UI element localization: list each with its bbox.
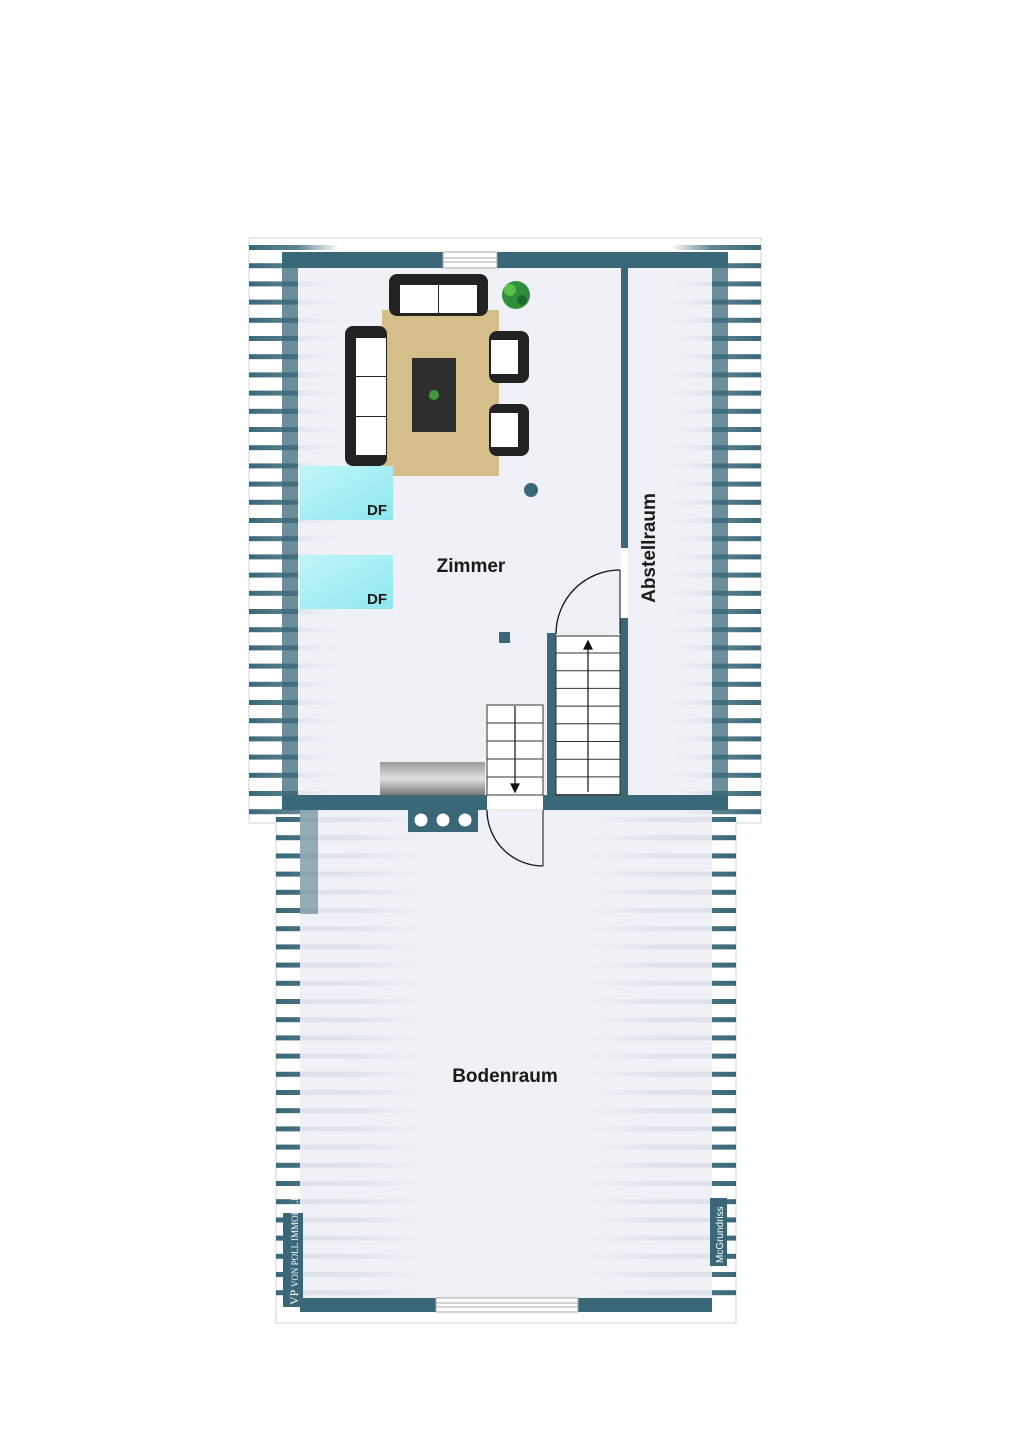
armchair [489,404,529,456]
window-top [442,251,498,269]
radiator [380,762,485,795]
abstellraum-floor [628,268,712,795]
table-plant-icon [429,390,439,400]
chimney-vents [408,808,478,832]
room-label-bodenraum: Bodenraum [452,1066,558,1087]
chimney-round-icon [524,483,538,497]
skylight: DF [300,466,393,520]
sofa-top [389,274,488,316]
door-swing [555,569,621,635]
svg-text:McGrundriss: McGrundriss [715,1206,726,1263]
hatch-line [671,809,761,815]
pillar-icon [499,632,510,643]
drafter-logo: McGrundriss [710,1198,727,1266]
room-label-abstellraum: Abstellraum [639,493,660,603]
svg-text:VP VON POLL IMMOBILIEN: VP VON POLL IMMOBILIEN [287,1185,301,1305]
plant-icon [502,281,530,309]
skylight-label: DF [367,591,387,608]
hatch-line [249,809,339,815]
skylight: DF [300,555,393,609]
window-bottom [435,1297,579,1313]
walls [282,252,728,1312]
stair-arrows [510,639,593,794]
bodenraum-floor [300,810,712,1298]
hatch-line [249,245,339,250]
skylight-label: DF [367,502,387,519]
living-room-furniture [345,274,530,476]
armchair [489,331,529,383]
agency-logo: VP VON POLL IMMOBILIEN [283,1185,303,1307]
hatch-line [671,245,761,250]
room-label-zimmer: Zimmer [437,556,506,577]
sofa-left [345,326,387,466]
door-swing [486,809,544,867]
